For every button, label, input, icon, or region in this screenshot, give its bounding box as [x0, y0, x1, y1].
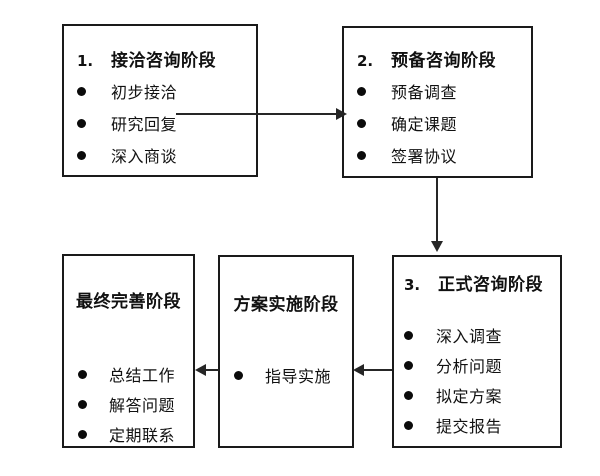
bullet-dot-icon [77, 150, 86, 160]
stage-2-title: 预备咨询阶段 [391, 51, 496, 71]
stage-2-item-1[interactable]: 确定课题 [357, 111, 457, 135]
connector-4-to-5-arrowhead [195, 364, 206, 376]
stage-3-item-1-label: 分析问题 [436, 357, 503, 376]
stage-2-header: 2. 预备咨询阶段 [357, 46, 496, 71]
stage-2-item-0-label: 预备调查 [391, 83, 458, 102]
stage-5-header: 最终完善阶段 [64, 287, 193, 312]
connector-3-to-4-arrowhead [353, 364, 364, 376]
bullet-dot-icon [357, 86, 366, 96]
bullet-dot-icon [78, 399, 87, 409]
stage-5-item-1[interactable]: 解答问题 [78, 392, 175, 416]
stage-box-2[interactable]: 2. 预备咨询阶段 预备调查 确定课题 签署协议 [342, 26, 533, 178]
stage-4-item-0[interactable]: 指导实施 [234, 363, 331, 387]
stage-3-item-1[interactable]: 分析问题 [404, 353, 502, 377]
stage-4-item-0-label: 指导实施 [265, 367, 332, 386]
bullet-dot-icon [77, 118, 86, 128]
stage-5-item-0[interactable]: 总结工作 [78, 362, 175, 386]
stage-1-item-0-label: 初步接洽 [111, 83, 178, 102]
stage-2-number: 2. [357, 52, 374, 70]
stage-4-header: 方案实施阶段 [220, 290, 352, 315]
stage-2-item-2-label: 签署协议 [391, 147, 458, 166]
bullet-dot-icon [404, 330, 413, 340]
stage-1-number: 1. [77, 52, 94, 70]
stage-box-5[interactable]: 最终完善阶段 总结工作 解答问题 定期联系 [62, 254, 195, 448]
stage-5-item-1-label: 解答问题 [109, 396, 176, 415]
connector-2-to-3-line [436, 178, 438, 243]
stage-box-3[interactable]: 3. 正式咨询阶段 深入调查 分析问题 拟定方案 提交报告 [392, 255, 562, 448]
stage-1-item-2[interactable]: 深入商谈 [77, 143, 177, 167]
bullet-dot-icon [357, 150, 366, 160]
connector-1-to-2-arrowhead [336, 108, 347, 120]
stage-2-item-1-label: 确定课题 [391, 115, 458, 134]
stage-5-title: 最终完善阶段 [76, 292, 181, 312]
bullet-dot-icon [404, 420, 413, 430]
bullet-dot-icon [404, 390, 413, 400]
stage-1-item-1[interactable]: 研究回复 [77, 111, 177, 135]
stage-1-item-1-label: 研究回复 [111, 115, 178, 134]
stage-1-title: 接洽咨询阶段 [111, 51, 216, 71]
bullet-dot-icon [78, 369, 87, 379]
bullet-dot-icon [404, 360, 413, 370]
stage-3-item-2[interactable]: 拟定方案 [404, 383, 502, 407]
bullet-dot-icon [78, 429, 87, 439]
stage-3-title: 正式咨询阶段 [438, 275, 543, 295]
stage-3-number: 3. [404, 276, 421, 294]
stage-5-item-2-label: 定期联系 [109, 426, 176, 445]
stage-3-header: 3. 正式咨询阶段 [404, 270, 543, 295]
connector-4-to-5-line [205, 369, 219, 371]
stage-1-header: 1. 接洽咨询阶段 [77, 46, 216, 71]
stage-3-item-0[interactable]: 深入调查 [404, 323, 502, 347]
stage-3-item-2-label: 拟定方案 [436, 387, 503, 406]
stage-box-1[interactable]: 1. 接洽咨询阶段 初步接洽 研究回复 深入商谈 [62, 24, 258, 177]
connector-1-to-2-line [176, 113, 339, 115]
bullet-dot-icon [234, 370, 243, 380]
connector-2-to-3-arrowhead [431, 241, 443, 252]
stage-3-item-3-label: 提交报告 [436, 417, 503, 436]
stage-5-item-0-label: 总结工作 [109, 366, 176, 385]
stage-3-item-0-label: 深入调查 [436, 327, 503, 346]
bullet-dot-icon [77, 86, 86, 96]
stage-2-item-2[interactable]: 签署协议 [357, 143, 457, 167]
stage-box-4[interactable]: 方案实施阶段 指导实施 [218, 255, 354, 448]
stage-1-item-0[interactable]: 初步接洽 [77, 79, 177, 103]
stage-3-item-3[interactable]: 提交报告 [404, 413, 502, 437]
stage-5-item-2[interactable]: 定期联系 [78, 422, 175, 446]
stage-2-item-0[interactable]: 预备调查 [357, 79, 457, 103]
bullet-dot-icon [357, 118, 366, 128]
stage-1-item-2-label: 深入商谈 [111, 147, 178, 166]
stage-4-title: 方案实施阶段 [233, 295, 339, 315]
connector-3-to-4-line [363, 369, 392, 371]
